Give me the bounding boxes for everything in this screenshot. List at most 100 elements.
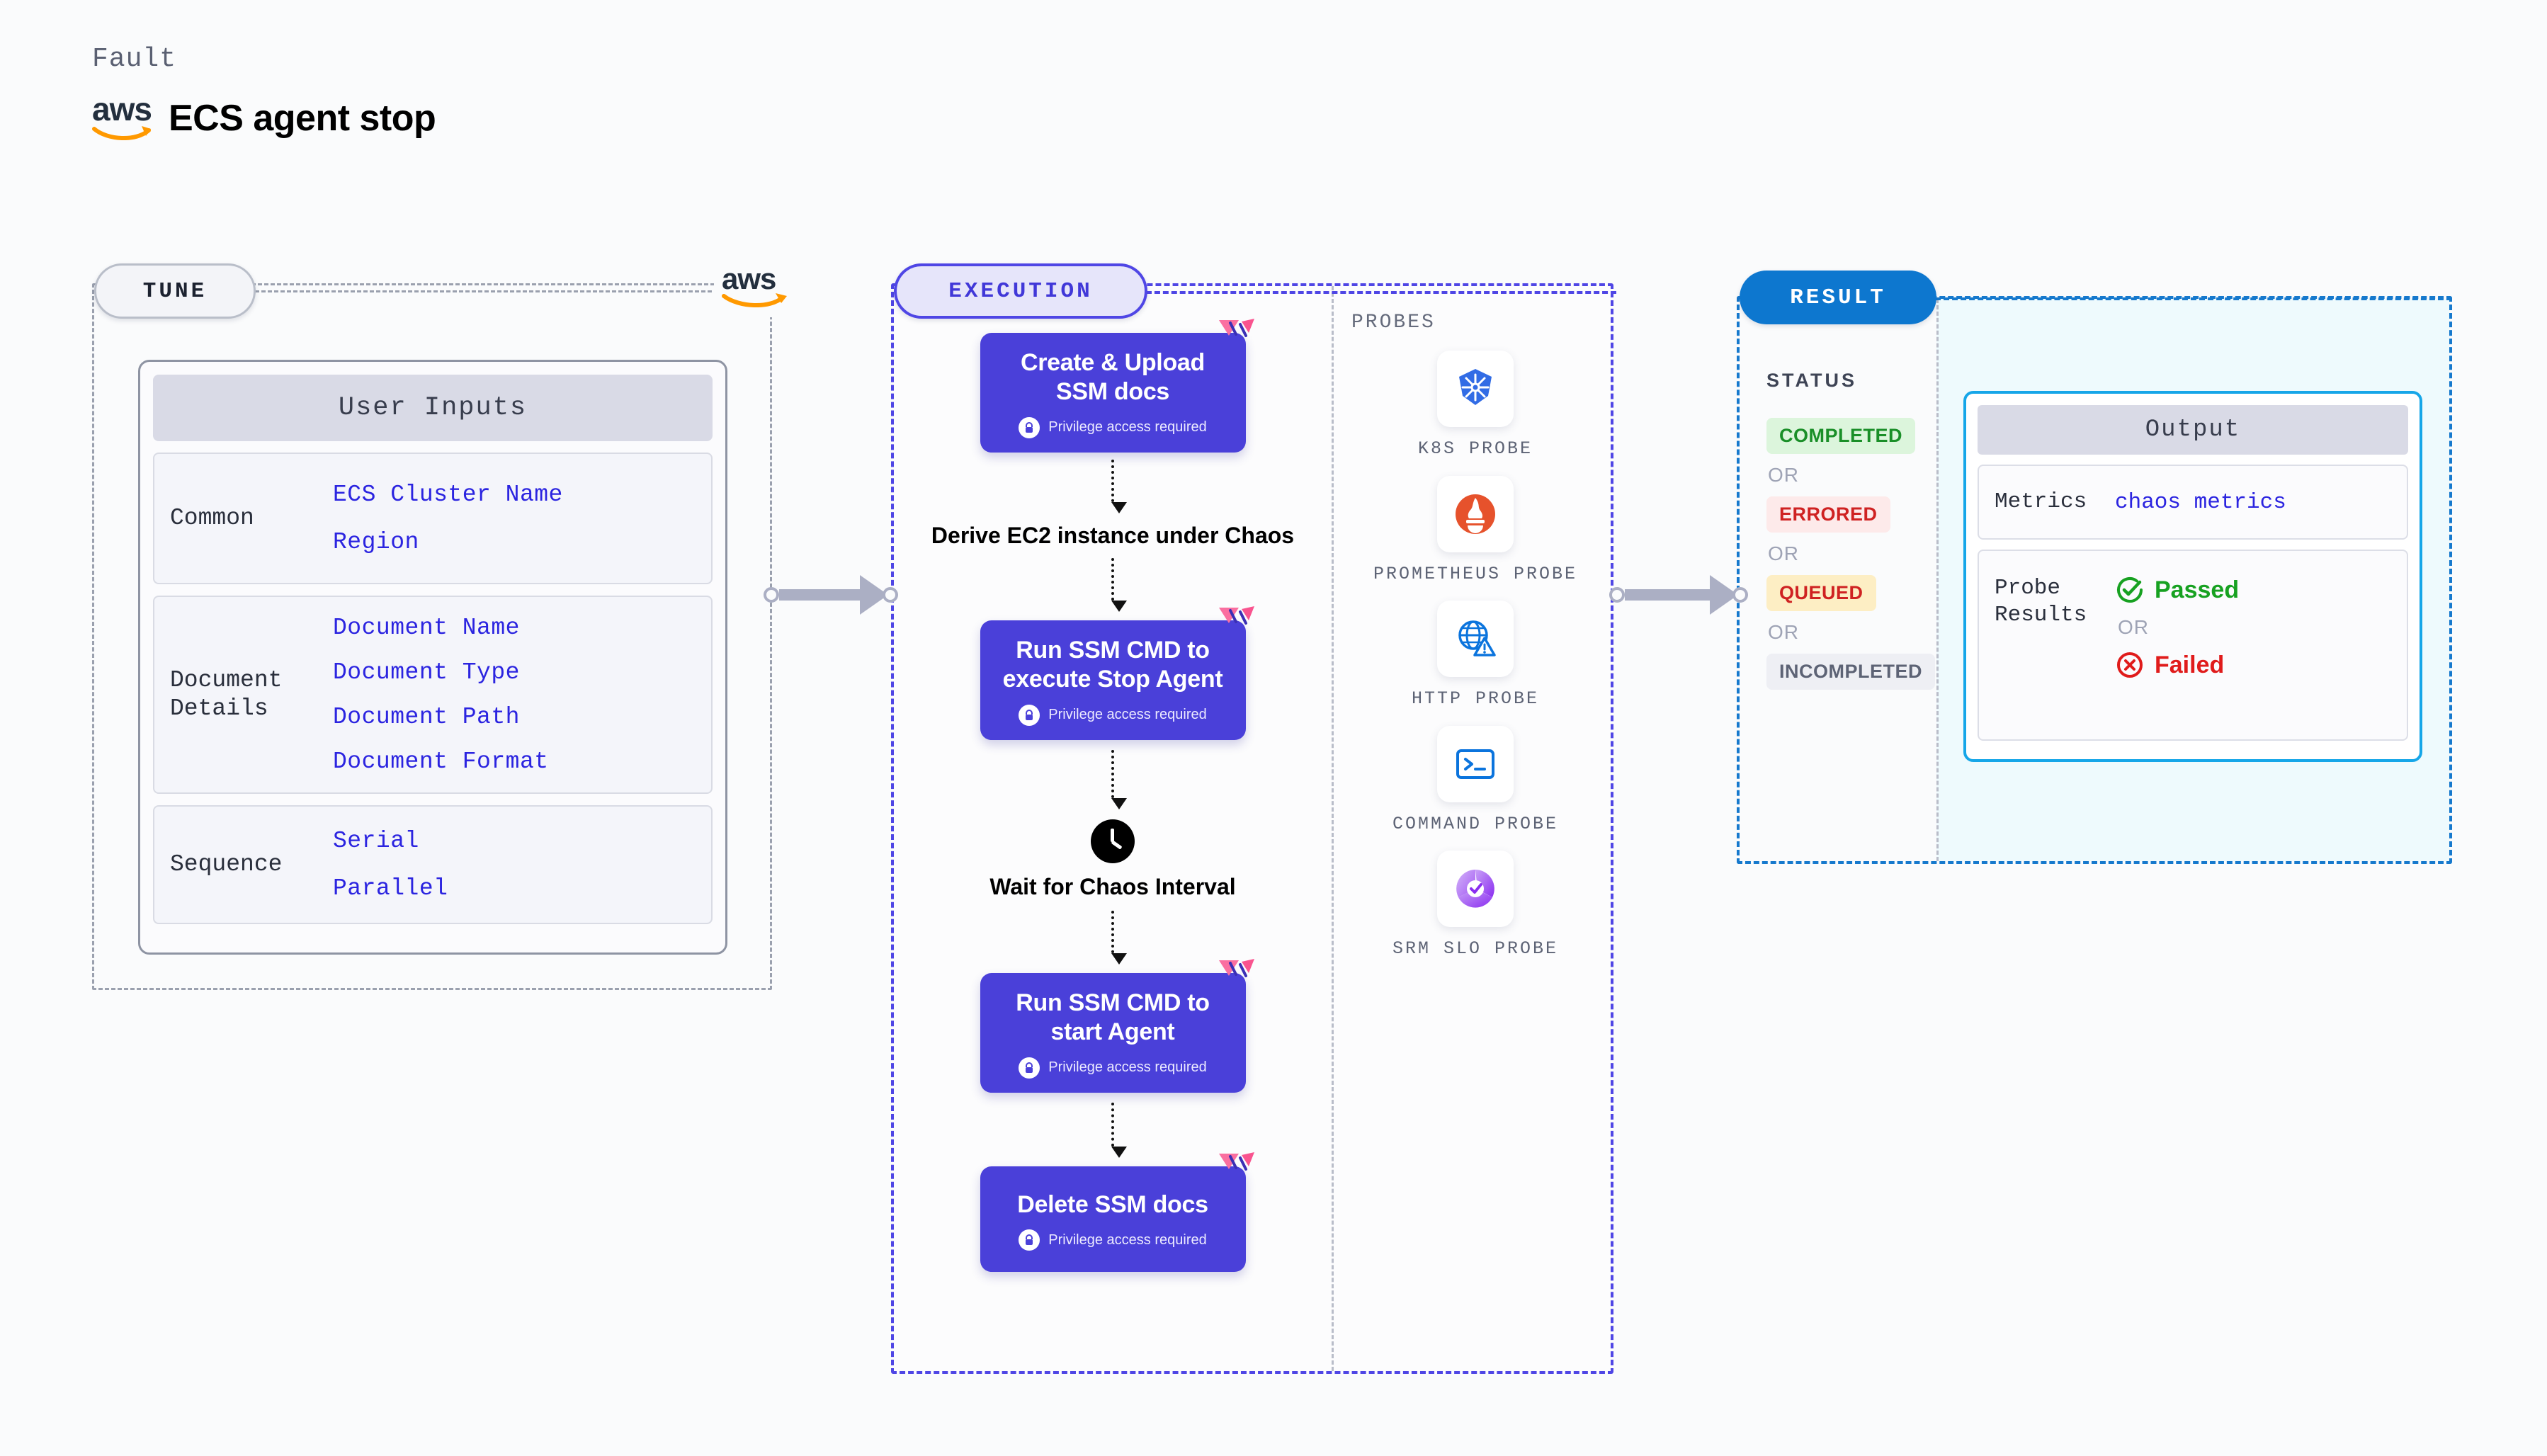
tune-value[interactable]: Serial	[333, 828, 419, 854]
flow-arrow	[1111, 1102, 1127, 1158]
connector-dot	[883, 587, 898, 603]
tune-group-sequence: Sequence Serial Parallel	[153, 805, 713, 924]
tune-pill-label: TUNE	[142, 278, 208, 304]
probe-label: K8S PROBE	[1417, 438, 1533, 459]
tune-pill[interactable]: TUNE	[94, 263, 256, 319]
tune-value[interactable]: Document Format	[333, 749, 549, 775]
tune-group-common: Common ECS Cluster Name Region	[153, 453, 713, 584]
flow-node-run-ssm-cmd-start-agent[interactable]: Run SSM CMD to start Agent Privilege acc…	[980, 958, 1254, 1093]
flow-arrow	[1111, 557, 1127, 612]
tune-group-name: Common	[170, 504, 254, 531]
privilege-note: Privilege access required	[993, 704, 1233, 726]
tune-value[interactable]: Document Type	[333, 659, 520, 686]
flow-node-title: Run SSM CMD to execute Stop Agent	[1002, 636, 1223, 693]
or-separator: OR	[1768, 542, 1799, 564]
output-metrics-label: Metrics	[1995, 489, 2087, 515]
privilege-note: Privilege access required	[993, 416, 1233, 438]
probe-result-passed: Passed	[2115, 575, 2239, 605]
flow-arrow	[1111, 459, 1127, 513]
check-circle-icon	[2117, 577, 2143, 603]
flow-wait-label: Wait for Chaos Interval	[989, 873, 1236, 899]
privilege-note-text: Privilege access required	[1048, 1059, 1207, 1076]
flow-node-title: Delete SSM docs	[1017, 1190, 1208, 1218]
kubernetes-icon	[1437, 351, 1514, 427]
harness-flag-icon	[1218, 605, 1254, 625]
tune-value[interactable]: Parallel	[333, 875, 448, 902]
prometheus-icon	[1436, 475, 1514, 552]
probe-result-passed-label: Passed	[2155, 576, 2240, 603]
harness-flag-icon	[1218, 319, 1254, 337]
result-connector-line	[1935, 297, 2452, 300]
result-divider	[1936, 299, 1939, 861]
flow-arrow	[1111, 910, 1127, 965]
probe-label: PROMETHEUS PROBE	[1373, 563, 1578, 584]
connector-tune-to-execution	[764, 575, 898, 615]
probe-item-prometheus[interactable]: PROMETHEUS PROBE	[1373, 475, 1578, 587]
privilege-note-text: Privilege access required	[1048, 707, 1207, 723]
probes-label: PROBES	[1351, 312, 1436, 334]
connector-dot	[764, 587, 779, 603]
tune-connector-line	[255, 290, 731, 292]
flow-text-derive-ec2-instance: Derive EC2 instance under Chaos	[931, 522, 1295, 548]
execution-flow: Create & Upload SSM docs Privilege acces…	[894, 312, 1332, 1273]
flow-node-delete-ssm-docs[interactable]: Delete SSM docs Privilege access require…	[980, 1151, 1254, 1273]
flow-node-run-ssm-cmd-stop-agent[interactable]: Run SSM CMD to execute Stop Agent Privil…	[980, 605, 1254, 740]
output-group-metrics: Metrics chaos metrics	[1978, 465, 2408, 540]
clock-icon	[1091, 819, 1135, 863]
output-metrics-value[interactable]: chaos metrics	[2115, 489, 2286, 515]
connector-dot	[1732, 587, 1748, 603]
tune-value[interactable]: Document Path	[333, 704, 520, 730]
user-inputs-card: User Inputs Common ECS Cluster Name Regi…	[138, 360, 727, 955]
status-badge-incompleted: INCOMPLETED	[1766, 654, 1936, 690]
status-list: COMPLETED OR ERRORED OR QUEUED OR INCOMP…	[1766, 418, 1936, 690]
user-inputs-title: User Inputs	[153, 375, 713, 441]
tune-group-name: Sequence	[170, 851, 283, 877]
execution-pill[interactable]: EXECUTION	[894, 263, 1147, 319]
probe-item-k8s[interactable]: K8S PROBE	[1418, 351, 1533, 462]
privilege-note: Privilege access required	[993, 1229, 1233, 1251]
connector-execution-to-result	[1609, 575, 1748, 615]
status-badge-completed: COMPLETED	[1766, 418, 1916, 454]
privilege-note-text: Privilege access required	[1048, 1232, 1207, 1248]
http-globe-icon	[1437, 601, 1514, 677]
lock-icon	[1019, 1057, 1040, 1079]
output-title: Output	[1978, 405, 2408, 455]
tune-value[interactable]: ECS Cluster Name	[333, 482, 563, 508]
x-circle-icon	[2117, 652, 2143, 678]
page-title: ECS agent stop	[169, 97, 436, 139]
fault-label: Fault	[92, 44, 177, 74]
flow-node-create-upload-ssm-docs[interactable]: Create & Upload SSM docs Privilege acces…	[980, 319, 1254, 453]
probe-result-failed-label: Failed	[2155, 651, 2225, 678]
terminal-icon	[1436, 725, 1514, 802]
lock-icon	[1019, 1229, 1040, 1251]
tune-aws-logo-icon: aws	[714, 256, 798, 317]
probes-list: K8S PROBE PROMETHEUS PROBE	[1351, 351, 1599, 962]
execution-connector-line	[1146, 291, 1616, 294]
probe-item-srm-slo[interactable]: SRM SLO PROBE	[1392, 851, 1558, 962]
result-pill[interactable]: RESULT	[1740, 271, 1936, 324]
harness-flag-icon	[1218, 958, 1254, 977]
tune-value[interactable]: Region	[333, 529, 419, 555]
or-separator: OR	[2118, 616, 2149, 638]
flow-node-title: Run SSM CMD to start Agent	[1016, 989, 1210, 1046]
srm-slo-icon	[1436, 851, 1514, 927]
harness-flag-icon	[1218, 1151, 1254, 1171]
flow-node-title: Create & Upload SSM docs	[1021, 349, 1205, 406]
probe-label: COMMAND PROBE	[1392, 813, 1559, 834]
lock-icon	[1019, 416, 1040, 438]
or-separator: OR	[1768, 464, 1799, 486]
or-separator: OR	[1768, 621, 1799, 643]
status-badge-queued: QUEUED	[1766, 575, 1876, 611]
privilege-note-text: Privilege access required	[1048, 419, 1207, 436]
status-badge-errored: ERRORED	[1766, 496, 1890, 533]
probe-item-http[interactable]: HTTP PROBE	[1412, 601, 1539, 712]
probe-item-command[interactable]: COMMAND PROBE	[1392, 725, 1559, 837]
page-header: Fault aws ECS agent stop	[92, 44, 436, 141]
tune-value[interactable]: Document Name	[333, 615, 520, 641]
lock-icon	[1019, 704, 1040, 726]
connector-bar	[779, 589, 860, 601]
